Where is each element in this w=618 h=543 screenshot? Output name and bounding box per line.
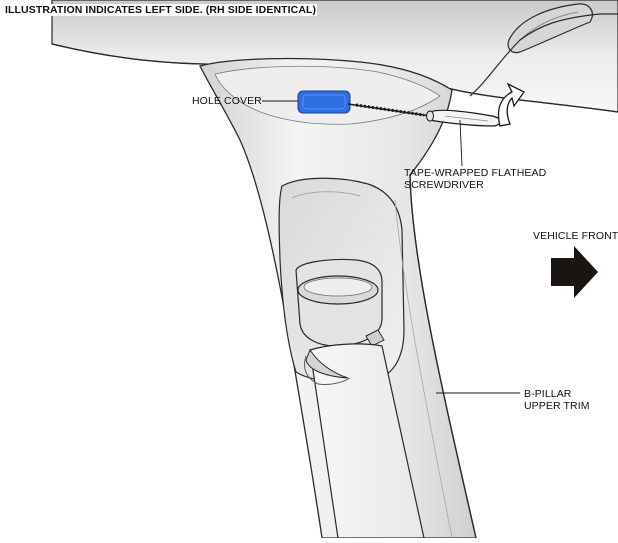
belt-anchor-bolt — [365, 329, 385, 347]
vehicle-front-arrow-icon — [551, 246, 598, 298]
hole-cover[interactable] — [297, 90, 351, 114]
hole-cover-label: HOLE COVER — [192, 95, 262, 107]
pillar-right-edge — [409, 174, 477, 539]
screwdriver-label-line1: TAPE-WRAPPED FLATHEAD — [404, 167, 547, 179]
seat-belt-webbing — [309, 343, 425, 539]
screwdriver-tape-wrap — [355, 103, 425, 117]
curved-pry-arrow-icon — [497, 82, 525, 127]
pillar-inner-ridge — [394, 199, 453, 539]
screwdriver-ferrule — [426, 110, 434, 122]
seat-belt-fold — [305, 348, 349, 379]
b-pillar-label-line2: UPPER TRIM — [524, 400, 590, 412]
vehicle-front-label: VEHICLE FRONT — [533, 230, 618, 242]
grab-handle-recess — [507, 3, 593, 54]
screwdriver-leader — [459, 119, 463, 167]
illustration-note: ILLUSTRATION INDICATES LEFT SIDE. (RH SI… — [4, 4, 318, 16]
belt-anchor-cap-top — [303, 277, 373, 297]
door-frame — [469, 13, 618, 97]
screwdriver-handle-grip — [444, 115, 489, 122]
screwdriver-label-line2: SCREWDRIVER — [404, 179, 484, 191]
belt-loop-shadow — [304, 355, 351, 385]
hole-cover-highlight — [302, 94, 346, 110]
b-pillar-label-line1: B-PILLAR — [524, 388, 572, 400]
pocket-inner-edge — [291, 191, 361, 199]
